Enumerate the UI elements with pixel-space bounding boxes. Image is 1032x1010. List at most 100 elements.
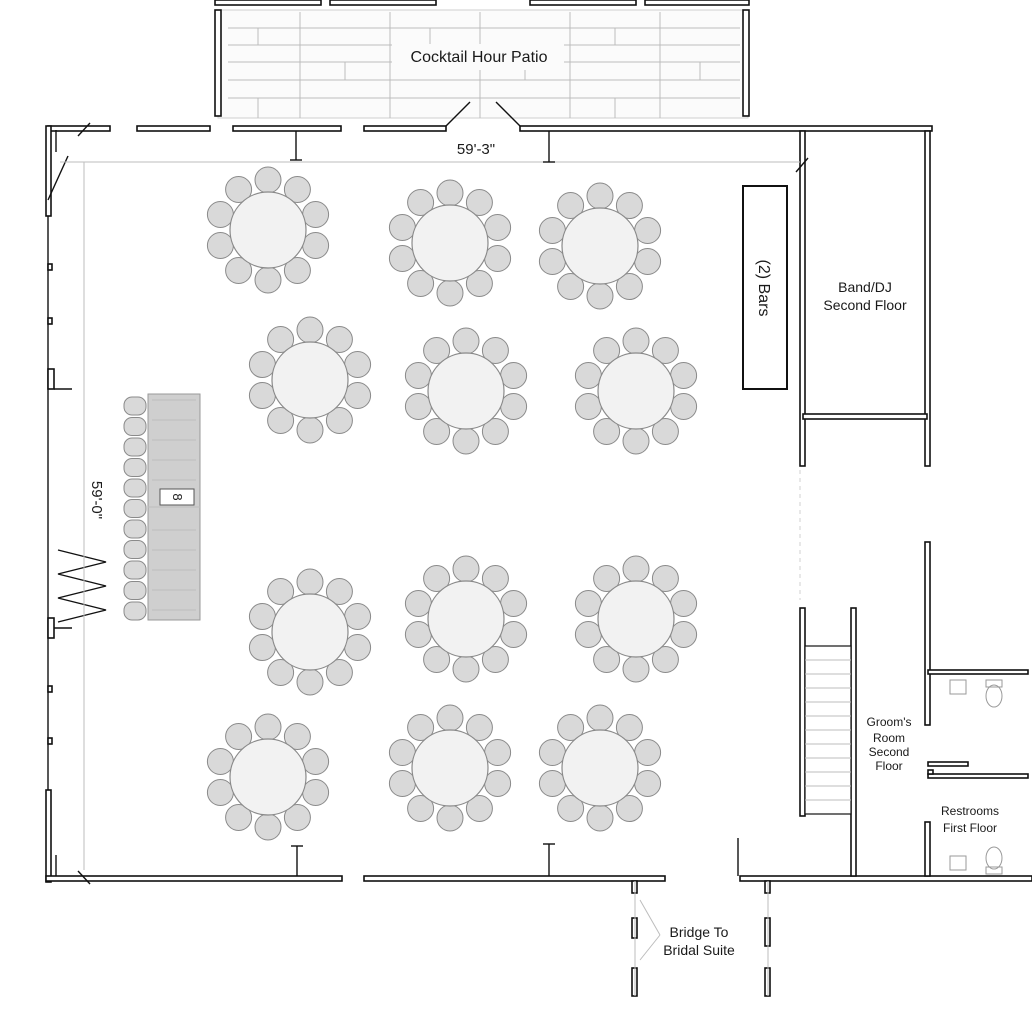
chair	[344, 634, 372, 661]
chair	[267, 578, 295, 605]
chair	[344, 603, 372, 630]
chair	[538, 770, 566, 797]
head-table-chair	[123, 519, 147, 539]
chair	[206, 201, 234, 228]
chair	[557, 795, 585, 822]
chair	[670, 621, 698, 648]
chair	[283, 723, 311, 750]
chair	[670, 590, 698, 617]
chair	[283, 804, 311, 831]
dimensions: 59'-3" 59'-0"	[60, 131, 800, 876]
head-table-chair	[123, 478, 147, 498]
chair	[651, 565, 679, 592]
chair	[622, 655, 650, 683]
chair	[500, 621, 528, 648]
chair	[248, 603, 276, 630]
chair	[586, 182, 614, 210]
bars: (2) Bars	[742, 185, 788, 390]
table-top	[597, 580, 675, 658]
head-table-count: 8	[170, 493, 185, 500]
chair	[206, 779, 234, 806]
chair	[423, 337, 451, 364]
head-table-chair	[123, 417, 147, 436]
band-label-line1: Band/DJ	[838, 279, 892, 295]
chair	[452, 427, 480, 455]
length-dimension: 59'-0"	[88, 481, 105, 519]
chair	[254, 166, 282, 194]
table-top	[271, 341, 349, 419]
chair	[538, 739, 566, 766]
chair	[615, 273, 643, 300]
groom-label-line2: Room	[873, 731, 905, 745]
head-table-chair	[123, 437, 147, 457]
head-table-chair	[123, 396, 147, 416]
chair	[574, 393, 602, 420]
round-table	[206, 166, 330, 294]
chair	[593, 418, 621, 445]
chair	[465, 795, 493, 822]
chair	[465, 714, 493, 741]
chair	[404, 590, 432, 617]
chair	[651, 646, 679, 673]
chair	[296, 416, 324, 444]
table-top	[427, 580, 505, 658]
chair	[634, 248, 662, 275]
chair	[634, 770, 662, 797]
chair	[302, 748, 330, 775]
chair	[225, 176, 253, 203]
chair	[254, 813, 282, 841]
width-dimension: 59'-3"	[457, 141, 495, 158]
chair	[407, 795, 435, 822]
chair	[670, 362, 698, 389]
chair	[622, 427, 650, 455]
chair	[325, 326, 353, 353]
table-top	[597, 352, 675, 430]
chair	[615, 192, 643, 219]
chair	[407, 189, 435, 216]
groom-label-line4: Floor	[875, 759, 902, 773]
chair	[436, 804, 464, 832]
chair	[586, 282, 614, 310]
chair	[465, 189, 493, 216]
groom-label-line1: Groom's	[867, 715, 912, 729]
chair	[407, 270, 435, 297]
head-table-chair	[123, 560, 147, 580]
chair	[302, 779, 330, 806]
round-table	[574, 327, 698, 455]
chair	[388, 214, 416, 241]
bridge-label-line1: Bridge To	[670, 924, 729, 940]
chair	[267, 659, 295, 686]
chair	[557, 273, 585, 300]
chair	[423, 565, 451, 592]
round-tables	[206, 166, 698, 841]
chair	[225, 723, 253, 750]
round-table	[574, 555, 698, 683]
table-top	[561, 729, 639, 807]
chair	[622, 327, 650, 355]
chair	[423, 418, 451, 445]
chair	[651, 418, 679, 445]
chair	[302, 201, 330, 228]
chair	[388, 245, 416, 272]
groom-label-line3: Second	[869, 745, 910, 759]
chair	[296, 668, 324, 696]
chair	[538, 217, 566, 244]
chair	[481, 565, 509, 592]
chair	[325, 659, 353, 686]
table-top	[427, 352, 505, 430]
chair	[484, 214, 512, 241]
chair	[388, 770, 416, 797]
chair	[267, 326, 295, 353]
table-top	[229, 738, 307, 816]
round-table	[206, 713, 330, 841]
chair	[296, 568, 324, 596]
chair	[622, 555, 650, 583]
chair	[248, 634, 276, 661]
chair	[586, 804, 614, 832]
cocktail-patio: Cocktail Hour Patio	[214, 0, 750, 119]
chair	[325, 407, 353, 434]
round-table	[538, 704, 662, 832]
chair	[651, 337, 679, 364]
chair	[267, 407, 295, 434]
